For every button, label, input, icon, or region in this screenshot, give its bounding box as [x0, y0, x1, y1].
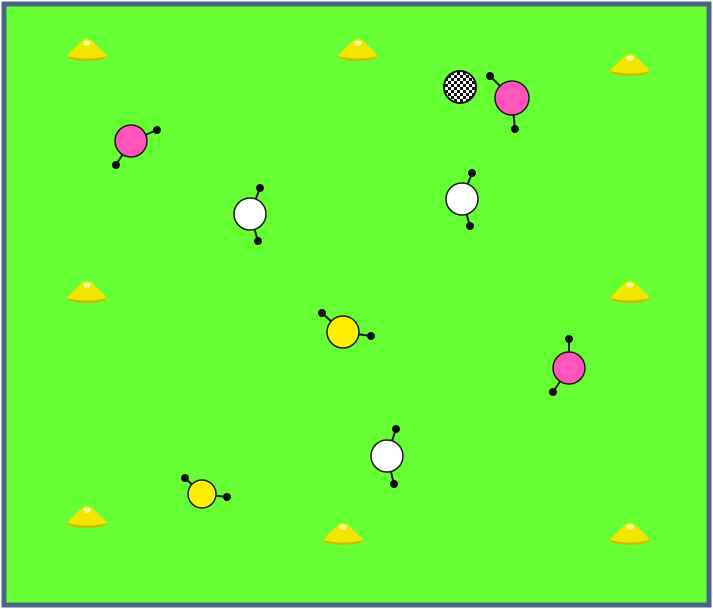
soccer-ball-icon [444, 71, 476, 103]
pitch [4, 4, 709, 605]
